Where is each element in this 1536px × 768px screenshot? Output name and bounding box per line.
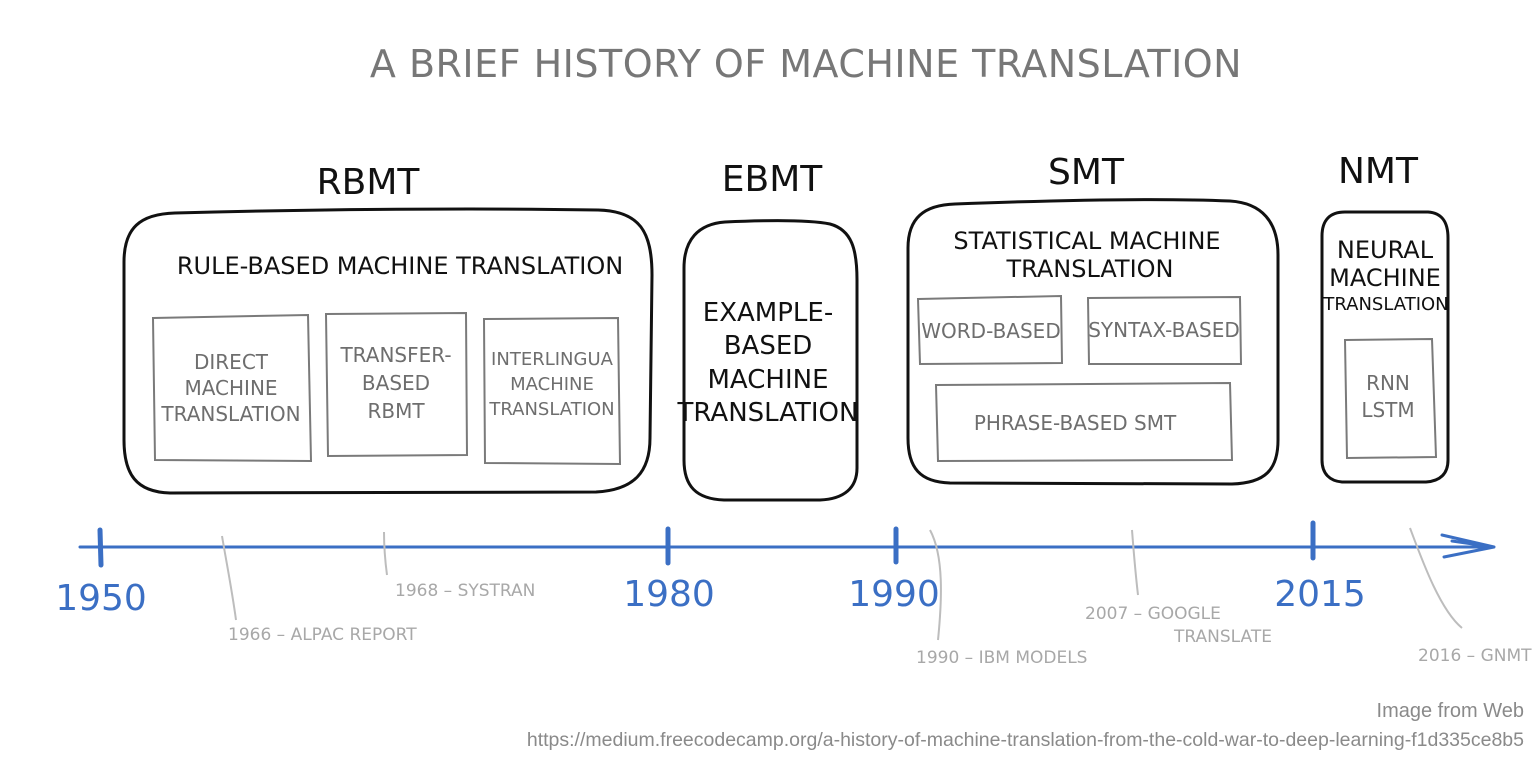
smt-full-line-1: STATISTICAL MACHINE [953,227,1220,255]
ebmt-line-2: BASED [724,331,813,361]
syntax-based-label: SYNTAX-BASED [1088,318,1240,342]
rnn-label: RNN [1366,371,1410,395]
leader-ibm [929,529,942,641]
nmt-group: NMT NEURAL MACHINE TRANSLATION RNN LSTM [1320,151,1450,484]
year-1950: 1950 [55,578,147,619]
credit-url[interactable]: https://medium.freecodecamp.org/a-histor… [527,729,1524,751]
nmt-line-3: TRANSLATION [1322,294,1448,315]
event-google-line-2: TRANSLATE [1173,627,1272,647]
rbmt-group: RBMT RULE-BASED MACHINE TRANSLATION DIRE… [122,162,654,495]
timeline: 1950 1980 1990 2015 1966 – ALPAC REPORT … [55,520,1532,668]
ebmt-box [682,219,859,502]
event-systran: 1968 – SYSTRAN [395,581,535,601]
ebmt-line-4: TRANSLATION [677,398,859,428]
year-1980: 1980 [623,574,715,615]
smt-abbr: SMT [1048,152,1125,193]
interlingua-line-3: TRANSLATION [488,399,614,420]
rbmt-box [122,207,654,495]
ebmt-line-1: EXAMPLE- [703,298,833,328]
transfer-rbmt-line-2: BASED [362,371,430,395]
rbmt-full-title: RULE-BASED MACHINE TRANSLATION [177,252,623,280]
word-based-box: WORD-BASED [916,294,1064,366]
direct-mt-line-2: MACHINE [184,376,277,400]
phrase-based-box: PHRASE-BASED SMT [934,381,1234,463]
nmt-box [1320,210,1450,484]
interlingua-line-1: INTERLINGUA [491,349,614,370]
transfer-rbmt-line-3: RBMT [367,399,425,423]
lstm-label: LSTM [1361,398,1414,422]
direct-mt-line-1: DIRECT [194,350,269,374]
nmt-line-2: MACHINE [1329,264,1441,292]
direct-mt-line-3: TRANSLATION [160,402,300,426]
year-1990: 1990 [848,574,940,615]
leader-google [1131,529,1139,596]
phrase-based-label: PHRASE-BASED SMT [974,411,1177,435]
ebmt-abbr: EBMT [722,159,824,200]
smt-box [906,198,1280,486]
word-based-label: WORD-BASED [921,319,1060,343]
event-ibm: 1990 – IBM MODELS [916,648,1087,668]
event-alpac: 1966 – ALPAC REPORT [228,625,417,645]
timeline-arrow-icon [1440,533,1496,559]
transfer-rbmt-box: TRANSFER- BASED RBMT [324,311,469,458]
tick-1950 [97,527,104,568]
leader-gnmt [1409,527,1463,629]
rbmt-abbr: RBMT [317,162,421,203]
ebmt-group: EBMT EXAMPLE- BASED MACHINE TRANSLATION [677,159,859,502]
year-2015: 2015 [1274,574,1366,615]
syntax-based-box: SYNTAX-BASED [1086,295,1243,365]
leader-alpac [221,535,237,621]
smt-full-line-2: TRANSLATION [1005,255,1173,283]
nmt-line-1: NEURAL [1337,236,1434,264]
event-google-line-1: 2007 – GOOGLE [1085,604,1221,624]
interlingua-box: INTERLINGUA MACHINE TRANSLATION [482,316,622,466]
smt-group: SMT STATISTICAL MACHINE TRANSLATION WORD… [906,152,1280,486]
direct-mt-box: DIRECT MACHINE TRANSLATION [151,313,313,463]
credit-label: Image from Web [1377,700,1524,722]
transfer-rbmt-line-1: TRANSFER- [339,343,451,367]
interlingua-line-2: MACHINE [510,374,594,395]
ebmt-line-3: MACHINE [707,365,828,395]
leader-systran [383,531,388,576]
nmt-abbr: NMT [1338,151,1419,192]
page-title: A BRIEF HISTORY OF MACHINE TRANSLATION [370,42,1242,86]
event-gnmt: 2016 – GNMT [1418,646,1532,666]
rnn-lstm-box: RNN LSTM [1343,337,1438,460]
